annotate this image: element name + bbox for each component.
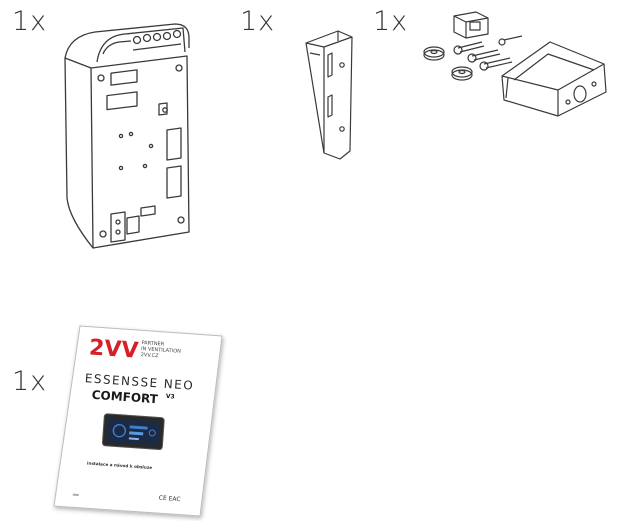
manual-tagline-2: IN VENTILATION — [141, 346, 181, 355]
quantity-label-wall-bracket: 1x — [240, 6, 276, 37]
bracket-drawing-icon — [305, 30, 353, 160]
ventilation-unit-drawing-icon — [64, 23, 190, 249]
quantity-label-main-unit: 1x — [12, 6, 48, 37]
manual-cert-marks: CE EAC — [158, 495, 180, 504]
quantity-label-mounting-kit: 1x — [373, 6, 409, 37]
manual-tagline-1: PARTNER — [141, 340, 165, 348]
mounting-kit-drawing-icon — [423, 11, 607, 117]
manual-logo: 2VV — [88, 335, 139, 363]
manual-booklet-drawing-icon: 2VV PARTNER IN VENTILATION 2VV.CZ ESSENS… — [53, 325, 223, 517]
manual-product-name: COMFORT — [91, 388, 159, 407]
manual-tagline-3: 2VV.CZ — [140, 352, 159, 359]
quantity-label-manual: 1x — [12, 366, 48, 397]
manual-footer-text: instalace a návod k obsluze — [87, 461, 153, 471]
manual-product-version: V3 — [166, 393, 175, 401]
